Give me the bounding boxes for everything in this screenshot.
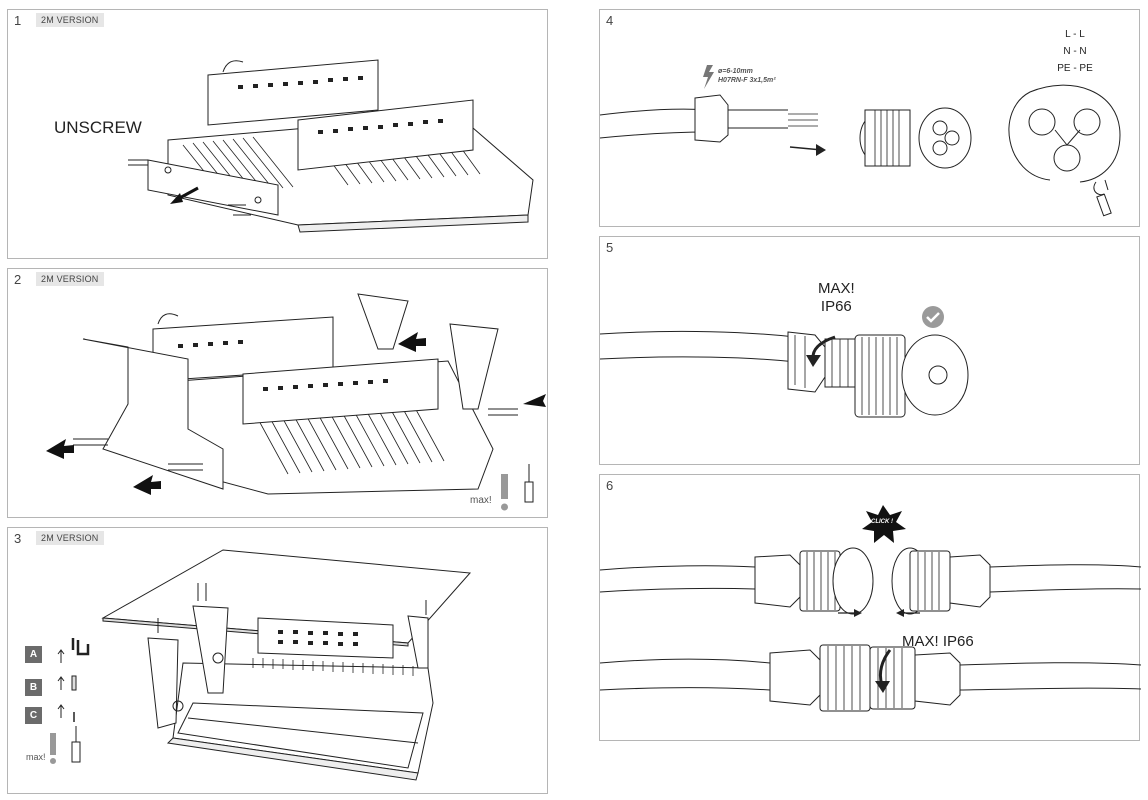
step-2-panel: 2 2M VERSION xyxy=(7,268,548,518)
step-6-panel: 6 xyxy=(599,474,1142,741)
direction-arrow xyxy=(398,332,426,352)
step-number: 2 xyxy=(14,272,22,287)
direction-arrow xyxy=(46,439,74,459)
ip-rating: IP66 xyxy=(820,298,852,315)
wire-pe: PE - PE xyxy=(1057,63,1093,74)
cable-preparation-illustration xyxy=(599,65,1121,217)
screwdriver-icon xyxy=(1093,179,1112,217)
wall-plug-icon xyxy=(71,638,90,656)
direction-arrow xyxy=(133,475,161,495)
ceiling-mount-illustration xyxy=(50,549,472,781)
max-torque-label: max! xyxy=(470,495,492,506)
step-number: 4 xyxy=(606,13,614,28)
connector-tighten-illustration xyxy=(599,306,969,418)
cable-spec: ø=6-10mm H07RN-F 3x1,5m² xyxy=(718,67,776,85)
version-tag: 2M VERSION xyxy=(36,531,104,545)
click-label: CLICK ! xyxy=(871,519,893,525)
screwdriver-icon xyxy=(524,464,534,503)
step-number: 6 xyxy=(606,478,614,493)
step-number: 5 xyxy=(606,240,614,255)
screwdriver-icon xyxy=(71,726,81,763)
legend-letter-b: B xyxy=(25,679,42,696)
direction-arrow xyxy=(523,394,546,407)
step-number: 1 xyxy=(14,13,22,28)
max-ip-label: MAX! IP66 xyxy=(902,633,974,650)
version-tag: 2M VERSION xyxy=(36,272,104,286)
unscrew-label: UNSCREW xyxy=(54,118,142,137)
version-tag: 2M VERSION xyxy=(36,13,104,27)
luminaire-illustration xyxy=(128,59,534,233)
lightning-icon xyxy=(703,65,714,89)
max-label: MAX! IP66 xyxy=(818,280,855,316)
step-5-panel: 5 MAX! IP66 xyxy=(599,236,1140,465)
wire-n: N - N xyxy=(1063,46,1087,57)
cable-type: H07RN-F 3x1,5m² xyxy=(718,77,776,84)
cable-diameter: ø=6-10mm xyxy=(718,68,753,75)
step-number: 3 xyxy=(14,531,22,546)
wiring-legend: L - L N - N PE - PE xyxy=(1045,26,1105,77)
legend-letter-c: C xyxy=(25,707,42,724)
step-4-panel: 4 ø=6-10mm H0 xyxy=(599,9,1140,227)
luminaire-illustration xyxy=(46,293,546,511)
legend-letter-a: A xyxy=(25,646,42,663)
connector-join-illustration xyxy=(599,505,1142,712)
step-1-panel: 1 2M VERSION UNSCREW xyxy=(7,9,548,259)
check-icon xyxy=(922,306,944,328)
max-torque-label: max! xyxy=(26,752,46,762)
max-text: MAX! xyxy=(818,280,855,297)
step-3-panel: 3 2M VERSION xyxy=(7,527,548,794)
wire-l: L - L xyxy=(1065,29,1085,40)
anchor-icon xyxy=(71,675,77,691)
click-burst-icon xyxy=(862,505,906,543)
